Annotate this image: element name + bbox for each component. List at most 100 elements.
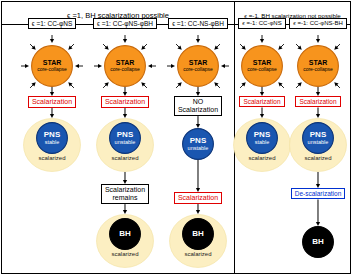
process-box: Scalarization remains <box>101 184 149 204</box>
case-label: ϵ =-1: CC-φNS <box>242 20 281 27</box>
pns-circle: PNSunstable <box>182 128 214 160</box>
process-box: De-scalarization <box>291 188 346 199</box>
object-disc <box>247 123 278 154</box>
star-core: STARcore-collapse <box>241 45 283 87</box>
arrow-head <box>334 82 338 86</box>
infall-arrow <box>260 35 264 43</box>
infall-arrow <box>334 44 340 50</box>
arrow-head <box>196 210 200 214</box>
arrow-head <box>98 64 102 68</box>
flow-arrow <box>123 172 127 184</box>
star-circle: STARcore-collapse <box>31 45 73 87</box>
case-label: ϵ =-1: CC-φNS-BH <box>293 20 343 27</box>
arrow-head <box>196 39 200 43</box>
arrow-head <box>50 114 54 118</box>
infall-line <box>152 66 157 67</box>
object-state: unstable <box>308 139 329 145</box>
arrow-head <box>241 45 245 49</box>
star-note: core-collapse <box>183 67 213 73</box>
object-disc <box>303 123 334 154</box>
infall-arrow <box>176 82 182 88</box>
pns-circle: PNSstablescalarized <box>233 118 291 172</box>
arrow-head <box>260 39 264 43</box>
flow-arrow <box>316 87 320 96</box>
arrow-head <box>297 82 301 86</box>
arrow-head <box>123 114 127 118</box>
object-shape <box>169 214 227 268</box>
infall-line <box>144 44 147 47</box>
panel-region: ϵ =1, BH scalarization possibleϵ =1: CC-… <box>1 1 235 274</box>
star-title: STAR <box>309 59 328 67</box>
object-core: PNSstable <box>246 122 278 154</box>
infall-arrow <box>30 44 36 50</box>
pns-circle: PNSunstablescalarized <box>96 118 154 172</box>
halo-caption: scalarized <box>289 155 347 162</box>
scalar-halo <box>97 119 154 172</box>
arrow-head <box>123 210 127 214</box>
star-core: STARcore-collapse <box>177 45 219 87</box>
object-state: unstable <box>188 145 209 151</box>
arrow-head <box>241 82 245 86</box>
flow-arrow <box>123 87 127 96</box>
infall-arrow <box>103 44 109 50</box>
process-box: Scalarization <box>101 96 149 108</box>
star-note: core-collapse <box>37 67 67 73</box>
pns-circle: PNSstablescalarized <box>23 118 81 172</box>
star-title: STAR <box>116 59 135 67</box>
flow-line <box>262 107 263 114</box>
star-core: STARcore-collapse <box>104 45 146 87</box>
arrow-head <box>141 82 145 86</box>
flow-line <box>197 160 198 189</box>
infall-line <box>217 85 220 88</box>
star-circle: STARcore-collapse <box>297 45 339 87</box>
star-disc <box>105 46 146 87</box>
black-hole-circle: BHscalarized <box>96 214 154 268</box>
object-core: PNSunstable <box>302 122 334 154</box>
infall-arrow <box>68 44 74 50</box>
arrow-head <box>104 45 108 49</box>
scalar-halo <box>24 119 81 172</box>
halo-caption: scalarized <box>233 155 291 162</box>
object-name: BH <box>312 237 324 246</box>
case-label: ϵ =1: CC-φNS-φBH <box>97 20 153 27</box>
infall-line <box>103 44 106 47</box>
halo-caption: scalarized <box>169 251 227 258</box>
arrow-head <box>334 45 338 49</box>
object-disc <box>183 219 214 250</box>
process-box: NO Scalarization <box>174 96 222 116</box>
object-disc <box>37 123 68 154</box>
infall-line <box>281 85 284 88</box>
infall-line <box>71 85 74 88</box>
panel-region: ϵ =-1, BH scalarization not possibleϵ =-… <box>234 1 351 274</box>
infall-arrow <box>94 64 102 68</box>
infall-line <box>167 66 172 67</box>
flow-arrow <box>316 199 320 226</box>
flow-line <box>318 107 319 114</box>
process-label: Scalarization <box>299 98 336 105</box>
infall-line <box>296 85 299 88</box>
infall-arrow <box>103 82 109 88</box>
process-label: NO Scalarization <box>178 98 218 114</box>
star-core: STARcore-collapse <box>297 45 339 87</box>
infall-line <box>337 85 340 88</box>
object-core: PNSstable <box>36 122 68 154</box>
infall-line <box>30 85 33 88</box>
case-label-box: ϵ =1: CC-φNS-φBH <box>93 18 157 29</box>
infall-line <box>176 44 179 47</box>
object-disc <box>183 129 214 160</box>
object-core: BH <box>182 218 214 250</box>
flow-arrow <box>316 107 320 118</box>
case-label-box: ϵ =1: CC-φNS <box>28 18 77 29</box>
black-hole-circle: BH <box>302 226 334 258</box>
flow-arrow <box>50 108 54 118</box>
infall-arrow <box>141 44 147 50</box>
star-title: STAR <box>253 59 272 67</box>
flow-arrow <box>123 204 127 214</box>
infall-arrow <box>123 35 127 43</box>
flow-line <box>197 204 198 210</box>
arrow-head <box>171 64 175 68</box>
infall-arrow <box>148 64 156 68</box>
scalar-halo <box>97 215 154 268</box>
infall-arrow <box>30 82 36 88</box>
star-core: STARcore-collapse <box>31 45 73 87</box>
